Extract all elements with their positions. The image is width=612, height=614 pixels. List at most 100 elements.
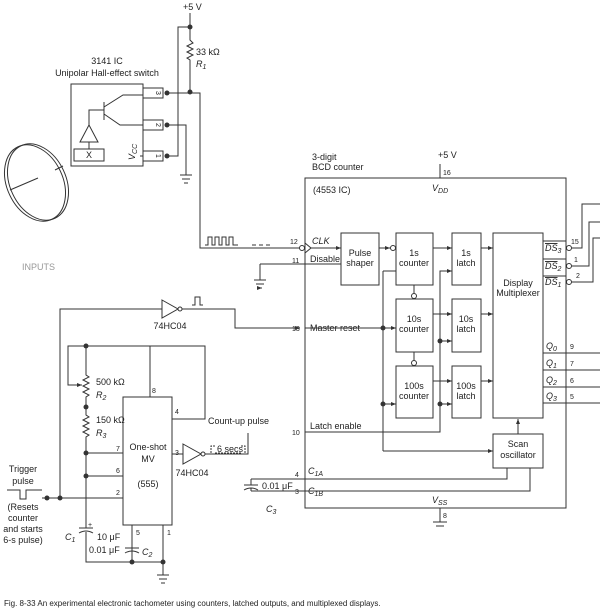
svg-text:15: 15 <box>571 239 579 246</box>
svg-text:74HC04: 74HC04 <box>175 468 208 478</box>
svg-text:Display: Display <box>503 278 533 288</box>
svg-text:11: 11 <box>292 258 299 265</box>
timing-network: 500 kΩ R2 150 kΩ R3 + C1 10 μF 0.01 μF C2 <box>44 343 166 565</box>
svg-text:74HC04: 74HC04 <box>153 321 186 331</box>
svg-text:1: 1 <box>574 257 578 264</box>
svg-text:BCD counter: BCD counter <box>312 162 364 172</box>
svg-text:counter: counter <box>399 391 429 401</box>
inverter-reset: 74HC04 <box>59 296 300 498</box>
svg-text:(555): (555) <box>137 479 158 489</box>
svg-text:DS2: DS2 <box>545 261 562 273</box>
svg-text:Latch enable: Latch enable <box>310 421 362 431</box>
svg-text:pulse: pulse <box>12 476 34 486</box>
svg-text:3: 3 <box>295 489 299 496</box>
svg-text:10: 10 <box>292 430 300 437</box>
svg-text:C2: C2 <box>142 547 153 559</box>
svg-text:100s: 100s <box>456 381 476 391</box>
count-up-pulse-label: Count-up pulse <box>208 416 269 426</box>
svg-text:Q3: Q3 <box>546 391 557 403</box>
svg-text:shaper: shaper <box>346 258 374 268</box>
hall-effect-switch: 3141 IC Unipolar Hall-effect switch X VC… <box>55 26 300 249</box>
svg-text:C1B: C1B <box>308 486 323 498</box>
digit-select-outputs: DS3 DS2 DS1 15 1 2 <box>543 203 600 289</box>
svg-text:MV: MV <box>141 454 155 464</box>
svg-text:+5 V: +5 V <box>438 150 457 160</box>
svg-text:8: 8 <box>443 513 447 520</box>
svg-text:counter: counter <box>399 324 429 334</box>
svg-text:5: 5 <box>136 530 140 537</box>
svg-text:3-digit: 3-digit <box>312 152 337 162</box>
svg-text:13: 13 <box>292 326 300 333</box>
svg-text:Q1: Q1 <box>546 358 557 370</box>
svg-text:Multiplexer: Multiplexer <box>496 288 540 298</box>
svg-text:counter: counter <box>8 513 38 523</box>
svg-text:VSS: VSS <box>432 495 448 507</box>
pulse-train-icon <box>205 236 270 246</box>
svg-text:8: 8 <box>152 388 156 395</box>
svg-text:VDD: VDD <box>432 183 448 195</box>
svg-text:Pulse: Pulse <box>349 248 372 258</box>
svg-text:latch: latch <box>456 391 475 401</box>
svg-text:5: 5 <box>570 394 574 401</box>
r1-resistor: +5 V 33 kΩ R1 <box>183 2 220 95</box>
svg-text:DS1: DS1 <box>545 277 562 289</box>
svg-text:latch: latch <box>456 324 475 334</box>
svg-text:C1: C1 <box>65 532 76 544</box>
svg-text:0.01 μF: 0.01 μF <box>262 481 293 491</box>
svg-text:CLK: CLK <box>312 236 331 246</box>
svg-text:latch: latch <box>456 258 475 268</box>
supply-label: +5 V <box>183 2 202 12</box>
svg-text:4: 4 <box>175 409 179 416</box>
svg-text:150 kΩ: 150 kΩ <box>96 415 125 425</box>
svg-text:(Resets: (Resets <box>7 502 39 512</box>
svg-text:counter: counter <box>399 258 429 268</box>
svg-text:Q0: Q0 <box>546 341 557 353</box>
svg-text:7: 7 <box>116 446 120 453</box>
inverter-latch: 74HC04 6 secs <box>172 433 249 478</box>
c3-capacitor: 0.01 μF C3 <box>243 479 293 516</box>
svg-text:(4553 IC): (4553 IC) <box>313 185 351 195</box>
svg-text:and starts: and starts <box>3 524 43 534</box>
inputs-label: INPUTS <box>22 262 55 272</box>
svg-text:C1A: C1A <box>308 466 323 478</box>
svg-text:1s: 1s <box>409 248 419 258</box>
svg-text:1: 1 <box>154 154 161 158</box>
svg-text:3141 IC: 3141 IC <box>91 56 123 66</box>
svg-text:Unipolar Hall-effect switch: Unipolar Hall-effect switch <box>55 68 159 78</box>
svg-text:1s: 1s <box>461 248 471 258</box>
svg-text:3: 3 <box>154 91 161 95</box>
svg-text:VCC: VCC <box>127 143 139 160</box>
svg-text:Q2: Q2 <box>546 375 557 387</box>
svg-text:12: 12 <box>290 239 298 246</box>
svg-text:6 secs: 6 secs <box>217 444 244 454</box>
svg-text:X: X <box>86 150 92 160</box>
svg-text:R2: R2 <box>96 390 107 402</box>
figure-caption: Fig. 8-33 An experimental electronic tac… <box>4 599 381 608</box>
svg-text:DS3: DS3 <box>545 243 562 255</box>
svg-text:7: 7 <box>570 361 574 368</box>
svg-text:One-shot: One-shot <box>129 442 167 452</box>
svg-text:10s: 10s <box>407 314 422 324</box>
svg-text:+: + <box>88 522 92 529</box>
svg-text:10s: 10s <box>459 314 474 324</box>
svg-text:2: 2 <box>154 123 161 127</box>
svg-text:6-s pulse): 6-s pulse) <box>3 535 43 545</box>
svg-text:0.01 μF: 0.01 μF <box>89 545 120 555</box>
svg-text:16: 16 <box>443 170 451 177</box>
svg-text:500 kΩ: 500 kΩ <box>96 377 125 387</box>
svg-text:10 μF: 10 μF <box>97 532 121 542</box>
svg-text:oscillator: oscillator <box>500 450 536 460</box>
r1-value: 33 kΩ <box>196 47 220 57</box>
svg-text:6: 6 <box>570 378 574 385</box>
svg-text:100s: 100s <box>404 381 424 391</box>
svg-text:1: 1 <box>167 530 171 537</box>
svg-text:2: 2 <box>576 273 580 280</box>
svg-text:4: 4 <box>295 472 299 479</box>
svg-text:R3: R3 <box>96 428 107 440</box>
svg-text:C3: C3 <box>266 504 277 516</box>
